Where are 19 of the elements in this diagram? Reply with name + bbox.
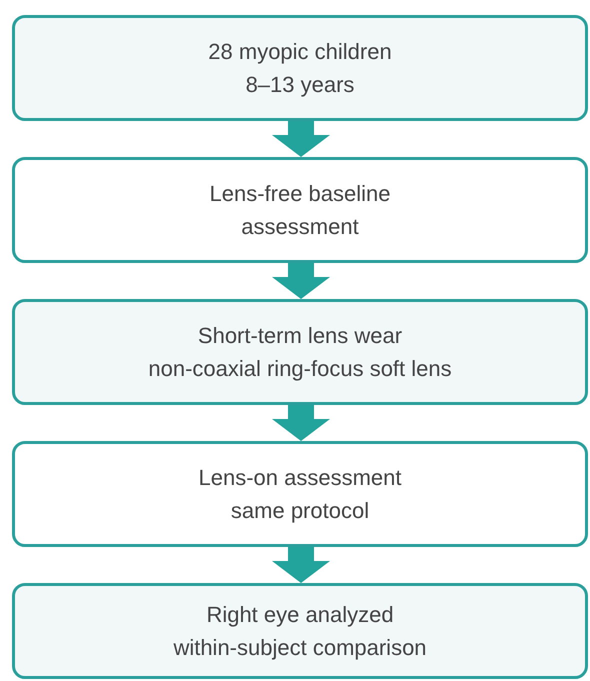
arrow	[272, 547, 330, 583]
arrow	[272, 263, 330, 299]
step-text: Right eye analyzed	[206, 601, 394, 629]
step-text: Short-term lens wear	[198, 322, 402, 350]
step-text: within-subject comparison	[173, 634, 427, 662]
step-text: same protocol	[230, 497, 370, 525]
process-box	[12, 583, 588, 679]
process-box	[12, 15, 588, 121]
step-text: 8–13 years	[246, 71, 354, 99]
process-box	[12, 157, 588, 263]
step-text: Lens-on assessment	[198, 464, 402, 492]
arrow	[272, 121, 330, 157]
step-text: assessment	[241, 213, 359, 241]
process-box	[12, 299, 588, 405]
step-text: non-coaxial ring-focus soft lens	[148, 355, 452, 383]
process-box	[12, 441, 588, 547]
step-text: 28 myopic children	[208, 38, 392, 66]
step-text: Lens-free baseline	[209, 180, 390, 208]
arrow	[272, 405, 330, 441]
